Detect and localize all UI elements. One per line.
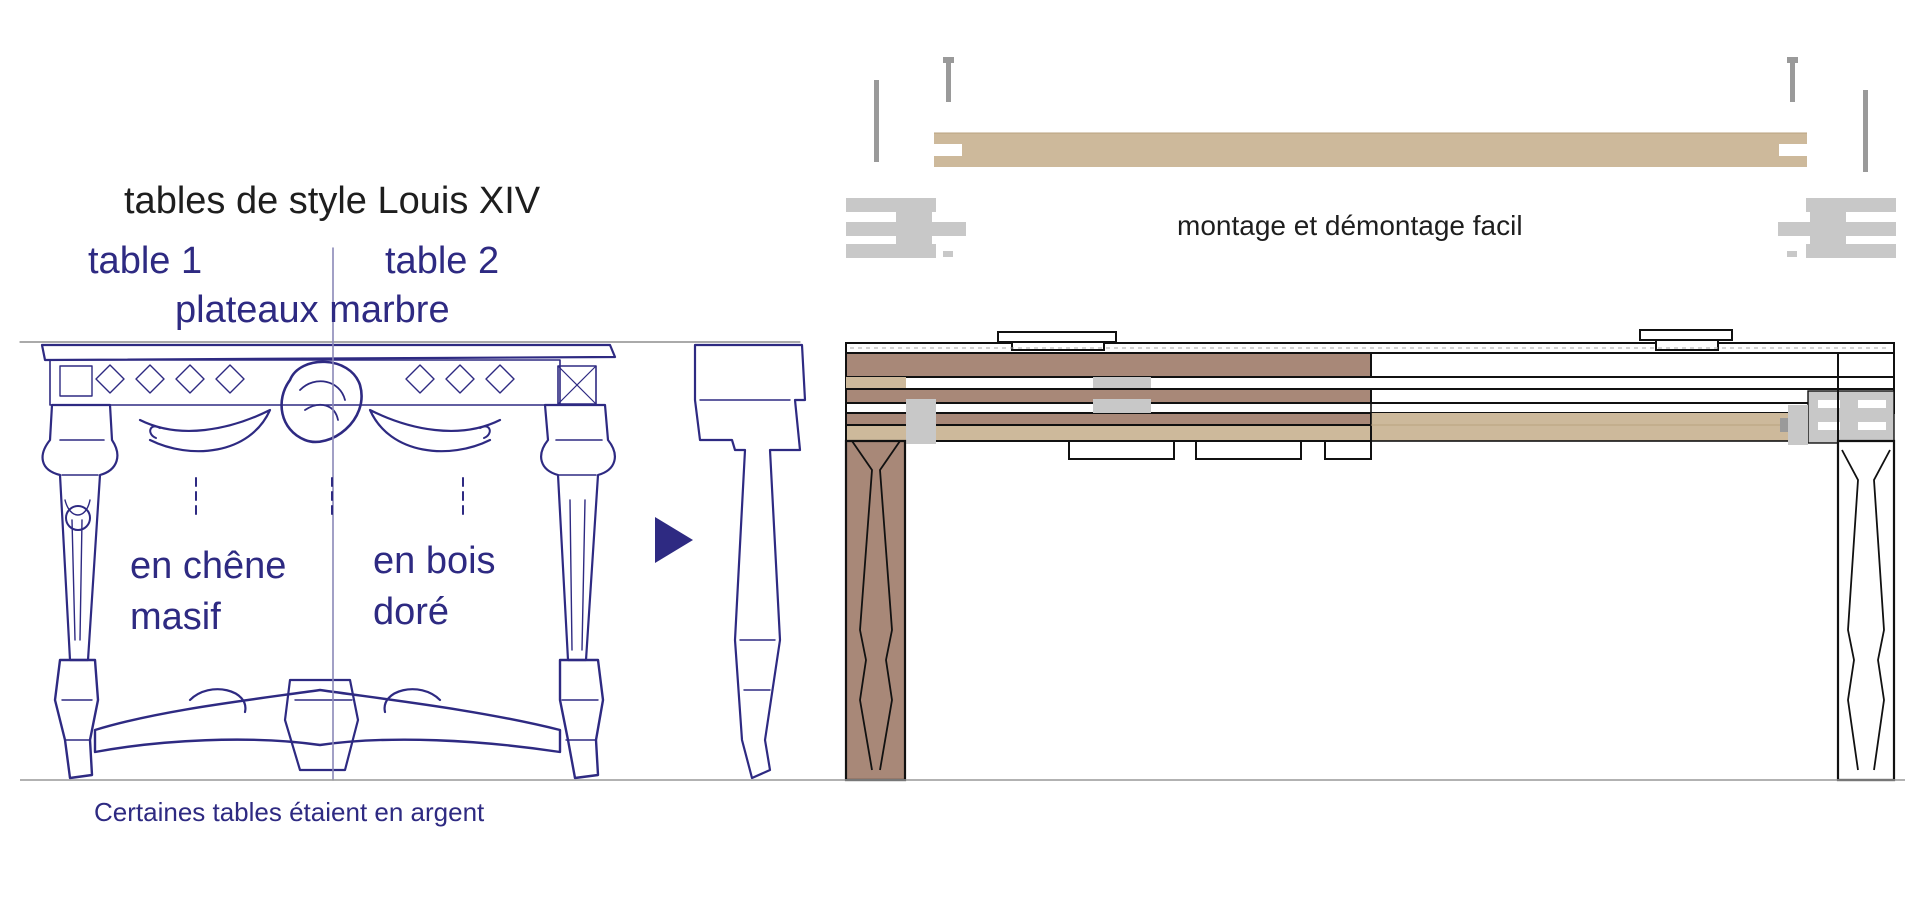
oak-label-line1: en chêne bbox=[130, 545, 287, 587]
right-table-leg bbox=[1836, 439, 1896, 782]
assembly-caption: montage et démontage facil bbox=[1177, 210, 1523, 241]
carved-shell bbox=[280, 360, 363, 444]
louis-xiv-table-sketch bbox=[19, 247, 820, 781]
exploded-plank bbox=[934, 132, 1807, 167]
assembled-table bbox=[844, 329, 1896, 782]
side-profile-leg bbox=[693, 343, 807, 780]
gilt-label-line2: doré bbox=[373, 591, 450, 633]
table-2-label: table 2 bbox=[385, 240, 500, 282]
marble-top-label: plateaux marbre bbox=[175, 289, 450, 331]
right-leg bbox=[540, 403, 616, 662]
modern-table-technical-drawing bbox=[820, 57, 1905, 782]
stretcher bbox=[93, 688, 562, 754]
marble-top bbox=[40, 343, 617, 362]
gilt-label-line1: en bois bbox=[373, 540, 496, 582]
table-1-label: table 1 bbox=[88, 240, 203, 282]
oak-label-line2: masif bbox=[130, 596, 221, 638]
arrow-icon bbox=[655, 517, 693, 563]
left-table-leg bbox=[844, 439, 907, 782]
diagram-title: tables de style Louis XIV bbox=[124, 180, 541, 222]
silver-caption: Certaines tables étaient en argent bbox=[94, 797, 485, 827]
